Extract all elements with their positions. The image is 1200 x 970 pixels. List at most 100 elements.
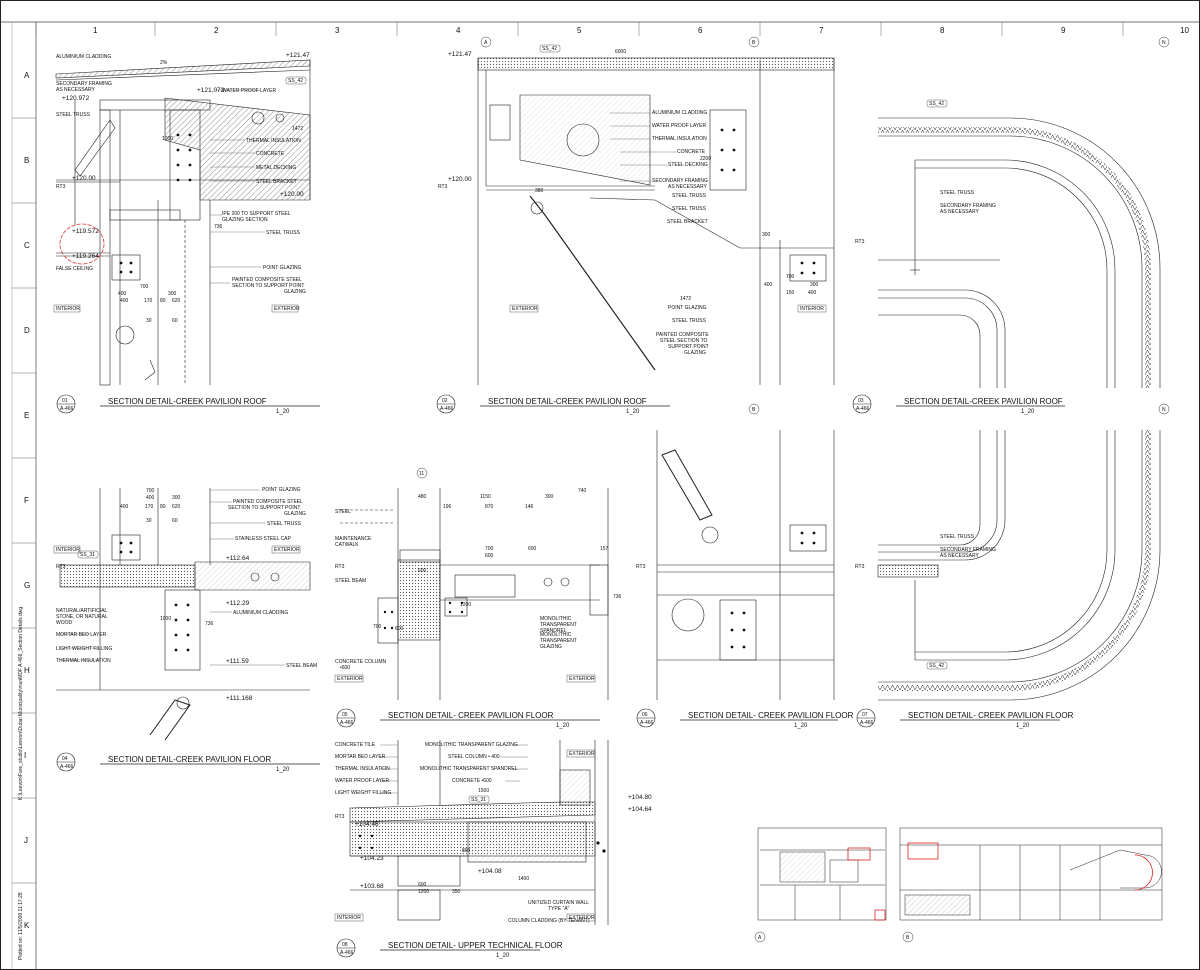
d2-dim-1472: 1472 <box>680 296 691 302</box>
d1-level-120972: +120.972 <box>62 95 90 102</box>
detail-scale: 1_20 <box>1021 409 1035 415</box>
d8-level-10368: +103.68 <box>360 883 384 890</box>
grid-row-B: B <box>24 156 29 165</box>
d4-tag-interior: INTERIOR <box>56 547 80 553</box>
d2-dim-400b: 400 <box>808 290 817 296</box>
d2-label-steel-truss: STEEL TRUSS <box>672 193 707 199</box>
d2-tag-ss42: SS_42 <box>542 46 557 52</box>
d1-dim-1472: 1472 <box>292 126 303 132</box>
grid-row-K: K <box>24 921 30 930</box>
detail-sheet-ref: A-466 <box>856 406 870 412</box>
d5-dim-736: 736 <box>613 594 622 600</box>
d6-grid-b: B <box>752 407 756 413</box>
d8-tag-exterior-top: EXTERIOR <box>569 751 595 757</box>
d4-dim-30: 30 <box>146 518 152 524</box>
grid-row-A: A <box>24 71 30 80</box>
detail-number: 06 <box>642 712 648 718</box>
d3-tag-rt3: RT3 <box>855 239 865 245</box>
d8-tag-interior: INTERIOR <box>337 915 361 921</box>
d4-level-11264: +112.64 <box>226 555 250 562</box>
d1-label-glazing-section: GLAZING SECTION <box>222 217 268 223</box>
grid-row-I: I <box>24 751 26 760</box>
detail-title: SECTION DETAIL-CREEK PAVILION ROOF <box>488 397 647 406</box>
d5-label-glazing: GLAZING <box>540 644 562 650</box>
grid-col-3: 3 <box>335 26 340 35</box>
d2-dim-150: 150 <box>786 290 795 296</box>
d4-dim-400b: 400 <box>120 504 129 510</box>
detail-scale: 1_20 <box>626 409 640 415</box>
d2-dim-6000: 6000 <box>615 49 626 55</box>
d1-tag-rt3: RT3 <box>56 184 66 190</box>
d4-label-natural-artificial: NATURAL/ARTIFICIAL <box>56 608 107 614</box>
d5-dim-1150: 1150 <box>480 494 491 500</box>
d8-label-thermal: THERMAL INSULATION <box>335 766 390 772</box>
d5-label-monolithic-2: MONOLITHIC <box>540 632 572 638</box>
detail-scale: 1_20 <box>794 723 808 729</box>
d5-label-monolithic-1: MONOLITHIC <box>540 616 572 622</box>
grid-col-4: 4 <box>456 26 461 35</box>
d4-label-steel-truss: STEEL TRUSS <box>267 521 302 527</box>
d3-grid-n: N <box>1162 40 1166 46</box>
d4-dim-170: 170 <box>145 504 154 510</box>
grid-row-G: G <box>24 581 30 590</box>
d4-dim-620: 620 <box>172 504 181 510</box>
detail-scale: 1_20 <box>1016 723 1030 729</box>
detail-05-floor-section: 11 RT3 EXTERIOR EXTERIOR STEEL MAINTENAN… <box>334 467 622 700</box>
detail-sheet-ref: A-466 <box>340 720 354 726</box>
d6-tag-rt3: RT3 <box>636 564 646 570</box>
d2-label-water-proof: WATER PROOF LAYER <box>652 123 706 129</box>
d8-level-10446: +104.46 <box>355 821 379 828</box>
detail-scale: 1_20 <box>556 723 570 729</box>
d8-level-10423: +104.23 <box>360 855 384 862</box>
detail-number: 02 <box>442 398 448 404</box>
d8-label-water-proof: WATER PROOF LAYER <box>335 778 389 784</box>
grid-row-H: H <box>24 666 30 675</box>
d4-dim-300: 300 <box>172 495 181 501</box>
d8-tag-ss31: SS_31 <box>471 797 486 803</box>
d5-dim-480: 480 <box>418 494 427 500</box>
grid-row-labels: A B C D E F G H I J K <box>12 71 36 930</box>
detail-scale: 1_20 <box>496 953 510 959</box>
detail-08-upper-technical-floor: CONCRETE TILE MORTAR BED LAYER THERMAL I… <box>334 740 652 925</box>
d2-label-thermal: THERMAL INSULATION <box>652 136 707 142</box>
detail-number: 04 <box>62 756 68 762</box>
d2-label-point-glazing: POINT GLAZING <box>668 305 707 311</box>
d5-dim-196: 196 <box>443 504 452 510</box>
d8-dim-1400: 1400 <box>518 876 529 882</box>
d2-label-support-point: SUPPORT POINT <box>668 344 709 350</box>
d4-label-section-support: SECTION TO SUPPORT POINT <box>228 505 300 511</box>
d8-tag-rt3: RT3 <box>335 814 345 820</box>
d1-label-metal-decking: METAL DECKING <box>256 165 296 171</box>
d5-dim-157: 157 <box>600 546 609 552</box>
d5-label-600: •600 <box>340 665 350 671</box>
d5-label-concrete-column: CONCRETE COLUMN <box>335 659 387 665</box>
d5-dim-700b: 700 <box>373 624 382 630</box>
d2-label-concrete: CONCRETE <box>677 149 706 155</box>
d5-label-transparent-2: TRANSPARENT <box>540 638 577 644</box>
d1-tag-ss42: SS_42 <box>288 78 303 84</box>
d1-dim-170: 170 <box>144 298 153 304</box>
d1-label-concrete: CONCRETE <box>256 151 285 157</box>
d8-dim-1500: 1500 <box>478 788 489 794</box>
d5-label-spandrel: SPANDREL <box>540 628 567 634</box>
detail-title: SECTION DETAIL- CREEK PAVILION FLOOR <box>388 711 554 720</box>
d4-label-aluminium-cladding: ALUMINIUM CLADDING <box>233 610 288 616</box>
d5-dim-600: 600 <box>485 553 494 559</box>
d1-level-12147: +121.47 <box>286 52 310 59</box>
detail-title: SECTION DETAIL-CREEK PAVILION FLOOR <box>108 755 271 764</box>
d5-tag-exterior-left: EXTERIOR <box>337 676 363 682</box>
grid-col-9: 9 <box>1061 26 1066 35</box>
detail-scale: 1_20 <box>276 409 290 415</box>
d1-tag-exterior: EXTERIOR <box>274 306 300 312</box>
d2-dim-380: 380 <box>535 188 544 194</box>
side-file-path: K:\Leevon\Fare_studio\Leevon\Dubai Munic… <box>18 607 24 800</box>
d7-tag-ss42: SS_42 <box>929 663 944 669</box>
d1-tag-interior: INTERIOR <box>56 306 80 312</box>
revision-cloud <box>59 223 105 265</box>
d2-label-steel-truss-2: STEEL TRUSS <box>672 206 707 212</box>
d8-tag-exterior-bottom: EXTERIOR <box>569 915 595 921</box>
detail-sheet-ref: A-466 <box>60 406 74 412</box>
detail-06-floor-section: B RT3 <box>636 403 835 700</box>
